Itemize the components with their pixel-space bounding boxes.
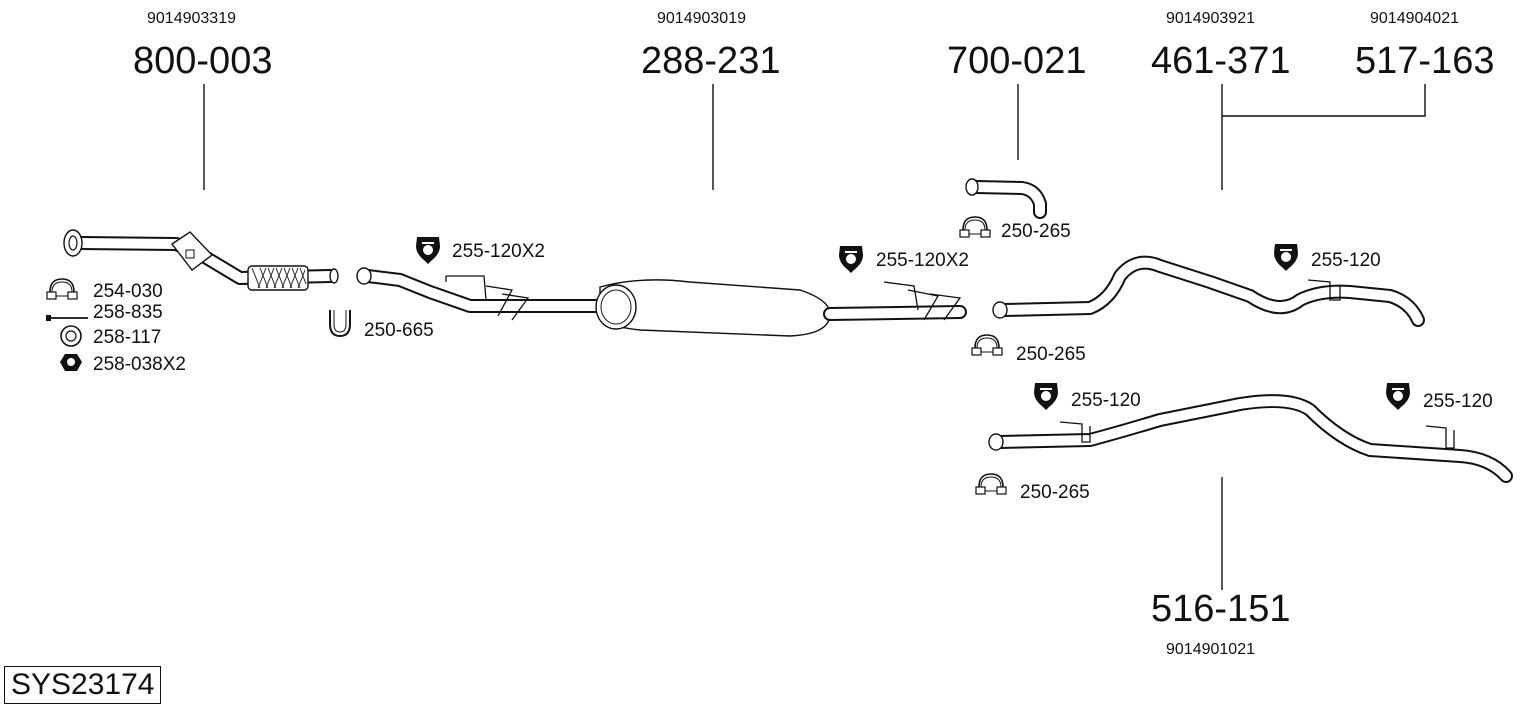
pipe-clamp-icon — [959, 216, 991, 238]
part-no-700-021: 700-021 — [947, 40, 1086, 82]
rubber-hanger-icon — [1273, 243, 1299, 272]
acc-label-250-265-700: 250-265 — [1001, 221, 1071, 242]
ref-no-517-163: 9014904021 — [1370, 10, 1459, 27]
part-no-517-163: 517-163 — [1355, 40, 1494, 82]
part-no-461-371: 461-371 — [1151, 40, 1290, 82]
acc-label-250-265-lower: 250-265 — [1020, 482, 1090, 503]
sealing-ring-icon — [60, 325, 82, 347]
part-no-800-003: 800-003 — [133, 40, 272, 82]
u-bolt-icon — [329, 310, 351, 338]
rubber-hanger-icon — [415, 236, 441, 265]
acc-label-255-120x2-b: 255-120X2 — [876, 250, 969, 271]
system-code-label: SYS23174 — [4, 666, 162, 704]
acc-label-258-835: 258-835 — [93, 302, 163, 323]
ref-no-461-371: 9014903921 — [1166, 10, 1255, 27]
hex-nut-icon — [60, 354, 82, 371]
ref-no-288-231: 9014903019 — [657, 10, 746, 27]
middle-silencer-288-231 — [356, 267, 967, 337]
part-no-288-231: 288-231 — [641, 40, 780, 82]
rear-pipe-516-151 — [988, 394, 1513, 483]
front-pipe-800-003 — [63, 229, 339, 291]
acc-label-250-265-upper: 250-265 — [1016, 344, 1086, 365]
rear-pipe-461-371 — [992, 255, 1425, 327]
part-no-516-151: 516-151 — [1151, 588, 1290, 630]
acc-label-258-117: 258-117 — [93, 327, 161, 348]
pipe-clamp-icon — [971, 334, 1003, 356]
connector-pipe-700-021 — [965, 178, 1047, 219]
acc-label-255-120-lower-left: 255-120 — [1071, 390, 1141, 411]
pipe-clamp-icon — [46, 278, 78, 300]
acc-label-250-665: 250-665 — [364, 320, 434, 341]
ref-no-516-151: 9014901021 — [1166, 641, 1255, 658]
acc-label-255-120-upper: 255-120 — [1311, 250, 1381, 271]
bolt-icon — [46, 315, 88, 321]
acc-label-258-038: 258-038X2 — [93, 354, 186, 375]
ref-no-800-003: 9014903319 — [147, 10, 236, 27]
rubber-hanger-icon — [1385, 382, 1411, 411]
rubber-hanger-icon — [838, 245, 864, 274]
pipe-clamp-icon — [975, 473, 1007, 495]
acc-label-255-120x2-a: 255-120X2 — [452, 241, 545, 262]
acc-label-255-120-lower-right: 255-120 — [1423, 391, 1493, 412]
acc-label-254-030: 254-030 — [93, 281, 163, 302]
rubber-hanger-icon — [1033, 382, 1059, 411]
leader-461-371 — [1221, 84, 1426, 190]
